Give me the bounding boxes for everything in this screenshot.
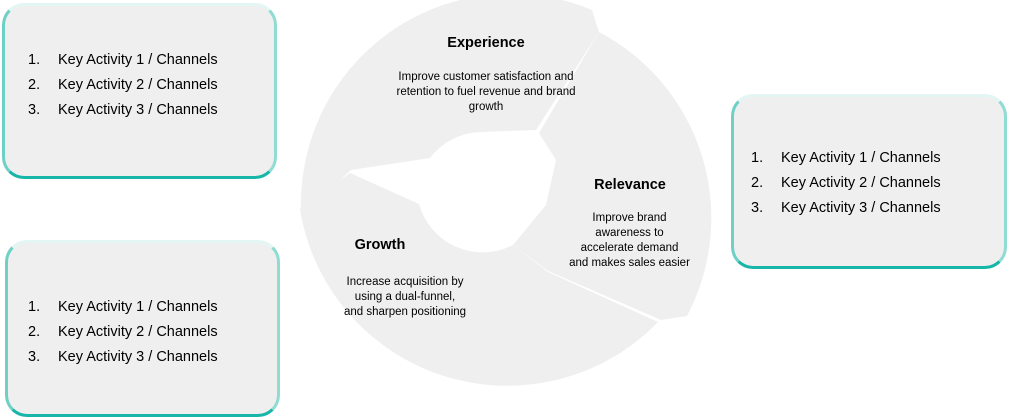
experience-segment	[300, 0, 599, 215]
description-line: retention to fuel revenue and brand	[396, 86, 576, 98]
list-item: 2. Key Activity 2 / Channels	[751, 171, 941, 196]
list-number: 3.	[28, 349, 41, 365]
list-number: 2.	[751, 175, 764, 191]
list-number: 3.	[28, 102, 41, 118]
key-activities-list: 1. Key Activity 1 / Channels 2. Key Activi…	[28, 295, 218, 370]
list-number: 3.	[751, 200, 764, 216]
list-item: 1. Key Activity 1 / Channels	[28, 295, 218, 320]
relevance-title: Relevance	[594, 177, 666, 193]
list-item: 3. Key Activity 3 / Channels	[751, 196, 941, 221]
growth-description: Increase acquisition by using a dual-fun…	[325, 275, 485, 320]
description-line: awareness to	[595, 227, 664, 239]
key-activities-panel-bottom-left: 1. Key Activity 1 / Channels 2. Key Activi…	[5, 240, 280, 417]
key-activities-panel-top-left: 1. Key Activity 1 / Channels 2. Key Activi…	[2, 3, 277, 179]
list-item: 3. Key Activity 3 / Channels	[28, 98, 218, 123]
description-line: growth	[468, 101, 504, 113]
description-line: accelerate demand	[580, 242, 679, 254]
list-number: 1.	[751, 150, 764, 166]
list-label: Key Activity 3 / Channels	[781, 200, 941, 216]
list-item: 1. Key Activity 1 / Channels	[28, 48, 218, 73]
description-line: Improve brand	[592, 212, 667, 224]
list-item: 2. Key Activity 2 / Channels	[28, 73, 218, 98]
relevance-segment	[513, 32, 712, 320]
list-number: 2.	[28, 324, 41, 340]
description-line: using a dual-funnel,	[354, 291, 456, 303]
key-activities-list: 1. Key Activity 1 / Channels 2. Key Activi…	[28, 48, 218, 123]
description-line: and sharpen positioning	[343, 306, 467, 318]
growth-segment	[300, 173, 658, 386]
growth-title: Growth	[354, 237, 406, 253]
relevance-description: Improve brand awareness to accelerate de…	[557, 211, 702, 271]
list-item: 2. Key Activity 2 / Channels	[28, 320, 218, 345]
experience-title: Experience	[447, 35, 525, 51]
list-label: Key Activity 3 / Channels	[58, 349, 218, 365]
list-number: 1.	[28, 52, 41, 68]
list-label: Key Activity 3 / Channels	[58, 102, 218, 118]
list-label: Key Activity 1 / Channels	[58, 299, 218, 315]
list-label: Key Activity 2 / Channels	[58, 324, 218, 340]
list-item: 1. Key Activity 1 / Channels	[751, 146, 941, 171]
list-label: Key Activity 1 / Channels	[58, 52, 218, 68]
key-activities-list: 1. Key Activity 1 / Channels 2. Key Activi…	[751, 146, 941, 221]
description-line: and makes sales easier	[569, 257, 690, 269]
experience-description: Improve customer satisfaction and retent…	[386, 70, 586, 115]
key-activities-panel-right: 1. Key Activity 1 / Channels 2. Key Activi…	[731, 94, 1007, 269]
list-number: 2.	[28, 77, 41, 93]
description-line: Improve customer satisfaction and	[398, 71, 574, 83]
list-label: Key Activity 2 / Channels	[781, 175, 941, 191]
list-number: 1.	[28, 299, 41, 315]
list-label: Key Activity 2 / Channels	[58, 77, 218, 93]
list-label: Key Activity 1 / Channels	[781, 150, 941, 166]
list-item: 3. Key Activity 3 / Channels	[28, 345, 218, 370]
description-line: Increase acquisition by	[346, 276, 464, 288]
